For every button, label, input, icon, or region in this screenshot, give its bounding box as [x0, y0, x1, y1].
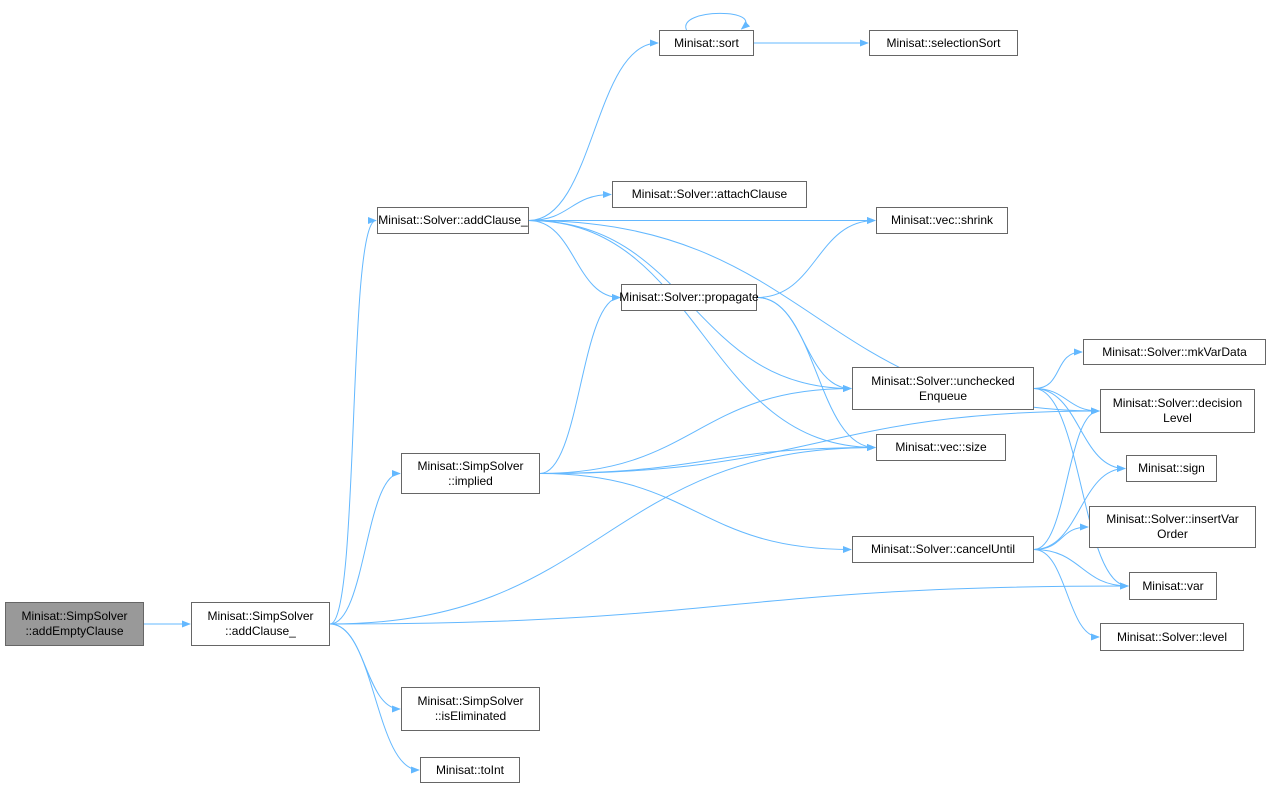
- edge-cancelUntil-to-insertVarOrder: [1033, 523, 1089, 550]
- node-cancelUntil[interactable]: Minisat::Solver::cancelUntil: [852, 536, 1034, 563]
- node-label: ::isEliminated: [434, 709, 507, 723]
- node-label: ::addEmptyClause: [25, 624, 124, 638]
- edge-solverAddClause-to-attachClause: [528, 190, 612, 221]
- edge-cancelUntil-to-sign: [1033, 464, 1126, 550]
- node-addEmptyClause[interactable]: Minisat::SimpSolver::addEmptyClause: [5, 602, 144, 646]
- node-vec-size[interactable]: Minisat::vec::size: [876, 434, 1006, 461]
- node-label: Minisat::SimpSolver: [417, 694, 524, 708]
- node-label: Minisat::toInt: [435, 762, 505, 777]
- edge-uncheckedEnqueue-to-sign: [1033, 388, 1126, 473]
- node-sort[interactable]: Minisat::sort: [659, 30, 754, 56]
- node-label: Minisat::Solver::level: [1116, 629, 1228, 644]
- node-label: Minisat::sort: [674, 35, 739, 50]
- node-simpsolver-addClause[interactable]: Minisat::SimpSolver::addClause_: [191, 602, 330, 646]
- node-attachClause[interactable]: Minisat::Solver::attachClause: [612, 181, 807, 208]
- node-label: Minisat::vec::size: [895, 440, 987, 454]
- edge-implied-to-propagate: [539, 293, 621, 474]
- edge-simpAddClause-to-toInt: [329, 623, 420, 774]
- edge-implied-to-uncheckedEnqueue: [539, 384, 852, 474]
- node-mkVarData[interactable]: Minisat::Solver::mkVarData: [1083, 339, 1266, 365]
- node-label: Minisat::Solver::insertVar: [1106, 512, 1239, 526]
- edge-solverAddClause-to-vecSize: [528, 220, 876, 452]
- node-solver-addClause[interactable]: Minisat::Solver::addClause_: [377, 207, 529, 234]
- node-label: Minisat::selectionSort: [886, 35, 1001, 50]
- node-label: Minisat::SimpSolver: [417, 458, 524, 473]
- node-label: ::implied: [448, 473, 493, 488]
- node-toInt[interactable]: Minisat::toInt: [420, 757, 520, 783]
- node-level[interactable]: Minisat::Solver::level: [1100, 623, 1244, 651]
- node-implied[interactable]: Minisat::SimpSolver::implied: [401, 453, 540, 494]
- node-vec-shrink[interactable]: Minisat::vec::shrink: [876, 207, 1008, 234]
- node-label: Order: [1157, 527, 1188, 541]
- edge-sort-to-sort: [685, 12, 751, 31]
- node-label: Minisat::Solver::addClause_: [378, 213, 528, 227]
- node-label: Minisat::SimpSolver: [207, 609, 314, 623]
- node-label: Minisat::var: [1142, 578, 1204, 593]
- edge-solverAddClause-to-propagate: [528, 220, 621, 302]
- node-label: Minisat::Solver::decision: [1112, 396, 1243, 410]
- edge-simpAddClause-to-vecSize: [329, 443, 876, 625]
- node-label: Minisat::vec::shrink: [890, 213, 994, 227]
- node-propagate[interactable]: Minisat::Solver::propagate: [619, 284, 759, 311]
- node-label: Minisat::Solver::unchecked: [871, 373, 1015, 388]
- node-sign[interactable]: Minisat::sign: [1126, 455, 1217, 482]
- node-selectionSort[interactable]: Minisat::selectionSort: [869, 30, 1018, 56]
- node-label: Minisat::Solver::mkVarData: [1102, 344, 1247, 359]
- node-isEliminated[interactable]: Minisat::SimpSolver::isEliminated: [401, 687, 540, 731]
- edge-implied-to-decisionLevel: [539, 407, 1100, 474]
- node-label: Level: [1163, 411, 1192, 425]
- edge-simpAddClause-to-var: [329, 582, 1129, 625]
- edge-cancelUntil-to-level: [1033, 549, 1100, 641]
- node-label: Minisat::SimpSolver: [21, 609, 128, 623]
- edge-propagate-to-shrink: [756, 216, 876, 298]
- edge-cancelUntil-to-decisionLevel: [1033, 407, 1100, 550]
- node-label: Enqueue: [918, 388, 968, 403]
- node-label: Minisat::Solver::cancelUntil: [870, 542, 1016, 556]
- edge-simpAddClause-to-implied: [329, 469, 401, 625]
- node-var[interactable]: Minisat::var: [1129, 572, 1217, 600]
- node-label: ::addClause_: [225, 624, 296, 638]
- edge-cancelUntil-to-var: [1033, 549, 1129, 590]
- edge-uncheckedEnqueue-to-var: [1033, 388, 1129, 590]
- node-label: Minisat::Solver::attachClause: [631, 187, 788, 201]
- node-label: Minisat::sign: [1138, 461, 1205, 475]
- edge-propagate-to-vecSize: [756, 297, 876, 452]
- edge-simpAddClause-to-solverAddClause: [329, 217, 377, 625]
- node-label: Minisat::Solver::propagate: [619, 290, 759, 304]
- edge-uncheckedEnqueue-to-mkVarData: [1033, 348, 1083, 389]
- edge-implied-to-cancelUntil: [539, 473, 852, 554]
- edge-solverAddClause-to-sort: [528, 39, 659, 221]
